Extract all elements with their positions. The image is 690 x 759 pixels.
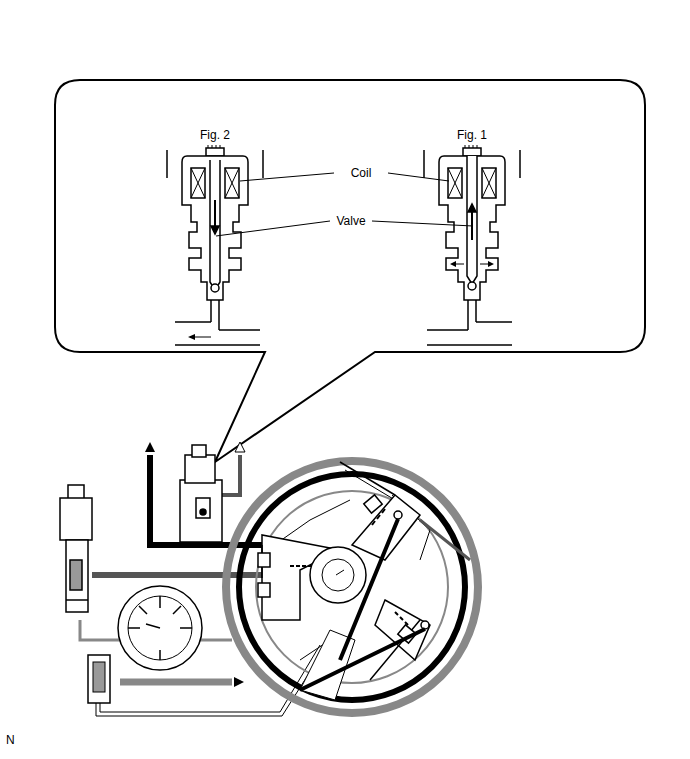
control-valve-fig1 [424,145,520,345]
figure-label: Fig. 1 [457,128,487,142]
vvt-system [60,442,478,716]
part-name: Valve [336,214,365,228]
corner-mark: N [6,733,15,747]
leader-lines [216,173,473,236]
callout-balloon [55,80,645,462]
figure-label: Fig. 2 [200,128,230,142]
part-name: Coil [351,166,372,180]
control-valve-fig2 [167,145,263,345]
